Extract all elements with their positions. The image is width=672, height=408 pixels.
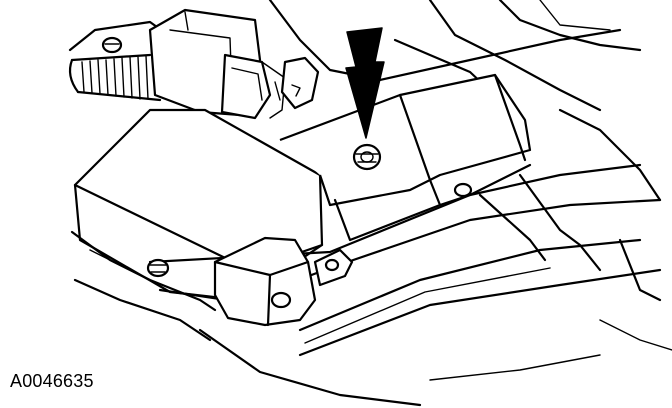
lower-left-bolt	[146, 258, 170, 278]
retaining-clip	[280, 56, 320, 110]
electrical-connector	[148, 8, 286, 120]
figure-id-label: A0046635	[10, 371, 94, 391]
upper-left-bolt	[101, 36, 123, 54]
floor-contour	[70, 230, 217, 342]
lower-tab	[213, 236, 354, 327]
bolt-icon	[352, 143, 382, 171]
right-bolt	[453, 182, 473, 198]
pointer-arrow-icon	[345, 27, 385, 139]
upper-frame	[68, 0, 662, 202]
wiring-harness	[68, 53, 162, 102]
